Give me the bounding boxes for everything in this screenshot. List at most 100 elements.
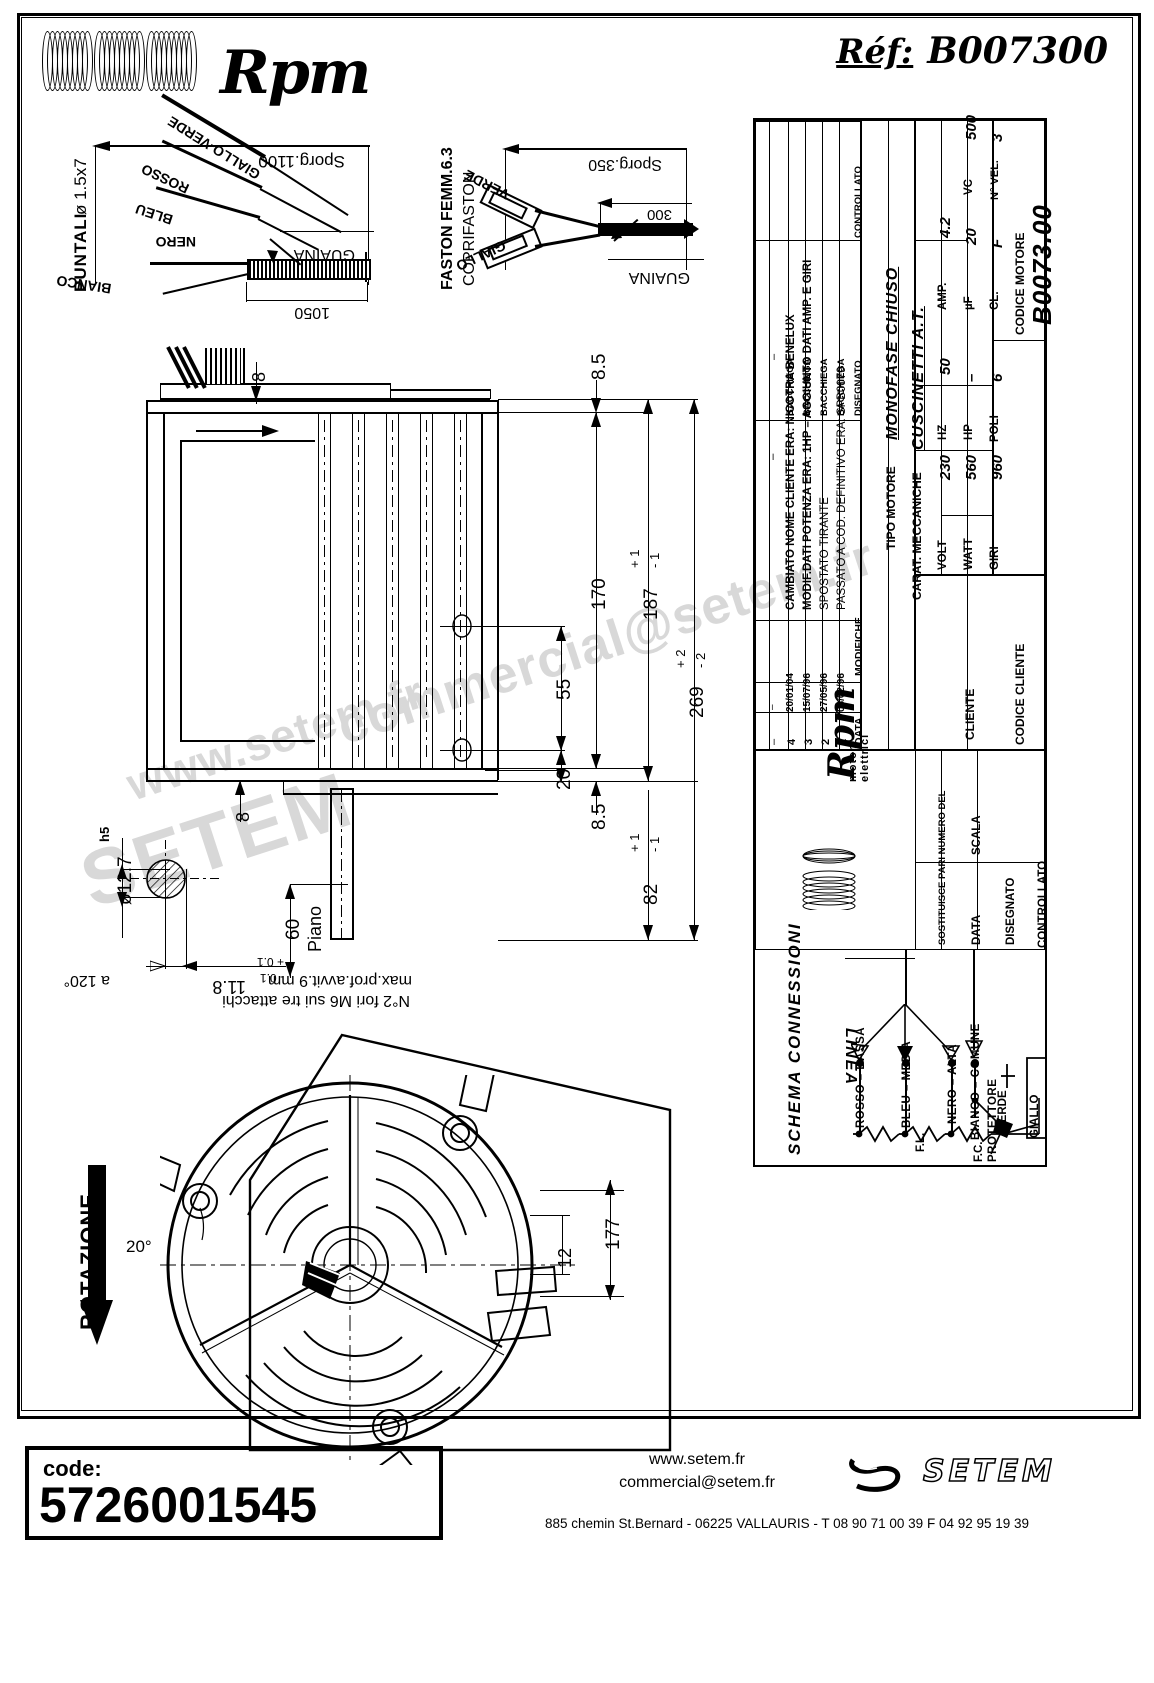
drawing-frame xyxy=(17,13,1141,1419)
code-label: code: xyxy=(43,1456,102,1481)
spec-value-uf: 20 xyxy=(963,228,980,245)
spec-value-volt: 230 xyxy=(937,454,954,480)
dim-82-tol-minus: - 1 xyxy=(647,836,662,852)
spec-label-hz: HZ xyxy=(937,424,949,440)
rev-ind-0: – xyxy=(768,738,780,745)
spec-value-vc: 500 xyxy=(963,114,980,140)
sporg-1100-label: Sporg.1100 xyxy=(258,152,345,171)
rpm-logo: Rpm xyxy=(38,25,371,103)
wire-label-nero: NERO xyxy=(155,234,196,250)
dim-flat-tol-plus: + 0.1 xyxy=(256,955,284,969)
dim-82: 82 xyxy=(641,883,662,905)
label-protettore: PROTETTORE xyxy=(987,1078,999,1162)
reference-number: Réf:B007300 xyxy=(836,30,1108,72)
spec-value-hz: 50 xyxy=(937,358,954,375)
guaina-label-left: GUAINA xyxy=(293,246,355,263)
codice-motore-label: CODICE MOTORE xyxy=(1013,232,1027,335)
guaina-label-right: GUAINA xyxy=(628,269,690,286)
coil-icon xyxy=(801,848,857,864)
website-link[interactable]: www.setem.fr xyxy=(648,1451,745,1468)
dim-269-tol-plus: + 2 xyxy=(673,649,688,668)
angle-20: 20° xyxy=(126,1237,152,1256)
email-link[interactable]: commercial@setem.fr xyxy=(619,1474,775,1492)
piano-label: Piano xyxy=(305,905,325,952)
rev-date-3: 15/07/96 xyxy=(802,673,813,712)
sostituisce-label: SOSTITUISCE PARI NUMERO DEL xyxy=(937,790,948,945)
coil-icon xyxy=(146,31,198,91)
dim-177: 177 xyxy=(603,1218,624,1250)
rev-disegnato-2: BACCHIEGA xyxy=(819,358,830,416)
ref-value: B007300 xyxy=(927,30,1108,72)
setem-logo: SETEM xyxy=(845,1448,1095,1500)
note-fori-m6: N°2 fori M6 sui tre attacchi xyxy=(222,992,410,1009)
rev-desc-3: MODIF.DATI POTENZA ERA: 1HP – AGGIUNTO D… xyxy=(802,259,814,610)
contact-block: www.setem.fr commercial@setem.fr xyxy=(487,1448,907,1494)
rev-date-0: – xyxy=(767,704,778,710)
scala-label: SCALA xyxy=(971,815,983,855)
titleblock-brand-sub: motori elettrici xyxy=(847,733,871,782)
dim-170: 170 xyxy=(589,578,610,610)
dim-187-tol-minus: - 1 xyxy=(647,552,662,568)
rev-disegnato-1: BACCHIEGA xyxy=(836,358,847,416)
terminal-rosso: ROSSO – BASSA xyxy=(855,1026,867,1128)
label-fc: F.C. xyxy=(973,1141,985,1162)
label-fl: F.L. xyxy=(915,1132,927,1152)
dim-20: 20 xyxy=(554,768,575,790)
faston-label: FASTON FEMM.6.3 xyxy=(439,147,456,290)
terminal-bleu: BLEU – MEDIA xyxy=(901,1040,913,1128)
dim-82-tol-plus: + 1 xyxy=(627,833,642,852)
rev-ind-3: 3 xyxy=(803,738,815,745)
terminal-nero: NERO – ALTA xyxy=(947,1043,959,1124)
schema-title: SCHEMA CONNESSIONI xyxy=(785,922,804,1155)
page-footer: code: 5726001545 www.setem.fr commercial… xyxy=(17,1428,1135,1540)
sporg-350-label: Sporg.350 xyxy=(588,156,662,173)
setem-wordmark: SETEM xyxy=(922,1453,1056,1490)
dim-1050: 1050 xyxy=(294,304,330,321)
title-block: CAMBIATO NOME CLIENTE ERA: NICOTRA BENEL… xyxy=(753,114,1057,1167)
spec-label-uf: µF xyxy=(963,296,975,310)
shaft-tolerance: h5 xyxy=(97,826,112,842)
dim-187: 187 xyxy=(641,588,662,620)
coil-icon xyxy=(94,31,146,91)
spec-value-amp: 4.2 xyxy=(937,217,954,238)
dim-269-tol-minus: - 2 xyxy=(693,652,708,668)
note-max-prof: max.prof.avvit.9 mm xyxy=(267,972,412,989)
tipo-motore-label: TIPO MOTORE xyxy=(884,466,898,550)
tipo-motore-value: MONOFASE CHIUSO xyxy=(884,266,901,440)
rev-ind-4: 4 xyxy=(786,738,798,745)
rev-disegnato-4: BACCHIEGA xyxy=(785,358,796,416)
puntali-diameter: ø 1.5x7 xyxy=(71,158,90,215)
spec-label-watt: WATT xyxy=(963,538,975,570)
schema-connessioni: SCHEMA CONNESSIONI LINEA xyxy=(755,922,1045,1163)
dim-60: 60 xyxy=(283,918,304,940)
spec-value-hp: – xyxy=(963,373,980,382)
dim-top-gap: 8.5 xyxy=(589,353,610,380)
spec-label-amp: AMP. xyxy=(937,282,949,310)
coil-icon xyxy=(801,870,857,912)
spec-label-vc: VC xyxy=(963,179,975,195)
codice-motore-value: B0073.00 xyxy=(1027,204,1057,325)
note-120deg: a 120° xyxy=(63,972,110,989)
spec-label-hp: HP xyxy=(963,424,975,440)
swoosh-icon xyxy=(849,1458,901,1492)
brand-wordmark: Rpm xyxy=(220,38,371,108)
code-box: code: 5726001545 xyxy=(25,1446,443,1540)
code-value: 5726001545 xyxy=(39,1477,318,1533)
controllato-label: CONTROLLATO xyxy=(1037,860,1049,948)
drawing-frame-inner xyxy=(21,17,1133,1411)
codice-cliente-label: CODICE CLIENTE xyxy=(1013,643,1027,745)
rev-desc-0: – xyxy=(767,453,779,460)
disegnato-label: DISEGNATO xyxy=(1005,877,1017,945)
dim-12: 12 xyxy=(555,1247,575,1268)
dim-flange-8-top: 8 xyxy=(249,371,269,382)
rev-desc-2: SPOSTATO TIRANTE xyxy=(819,497,831,610)
rev-disegnato-0: – xyxy=(768,353,780,360)
data-label: DATA xyxy=(971,914,983,945)
coil-icon xyxy=(42,31,94,91)
dim-bottom-gap: 8.5 xyxy=(589,803,610,830)
spec-label-volt: VOLT xyxy=(937,540,949,570)
dim-300: 300 xyxy=(646,206,672,223)
company-address: 885 chemin St.Bernard - 06225 VALLAURIS … xyxy=(544,1516,1030,1531)
rev-disegnato-3: BACCHIEGA xyxy=(802,358,813,416)
